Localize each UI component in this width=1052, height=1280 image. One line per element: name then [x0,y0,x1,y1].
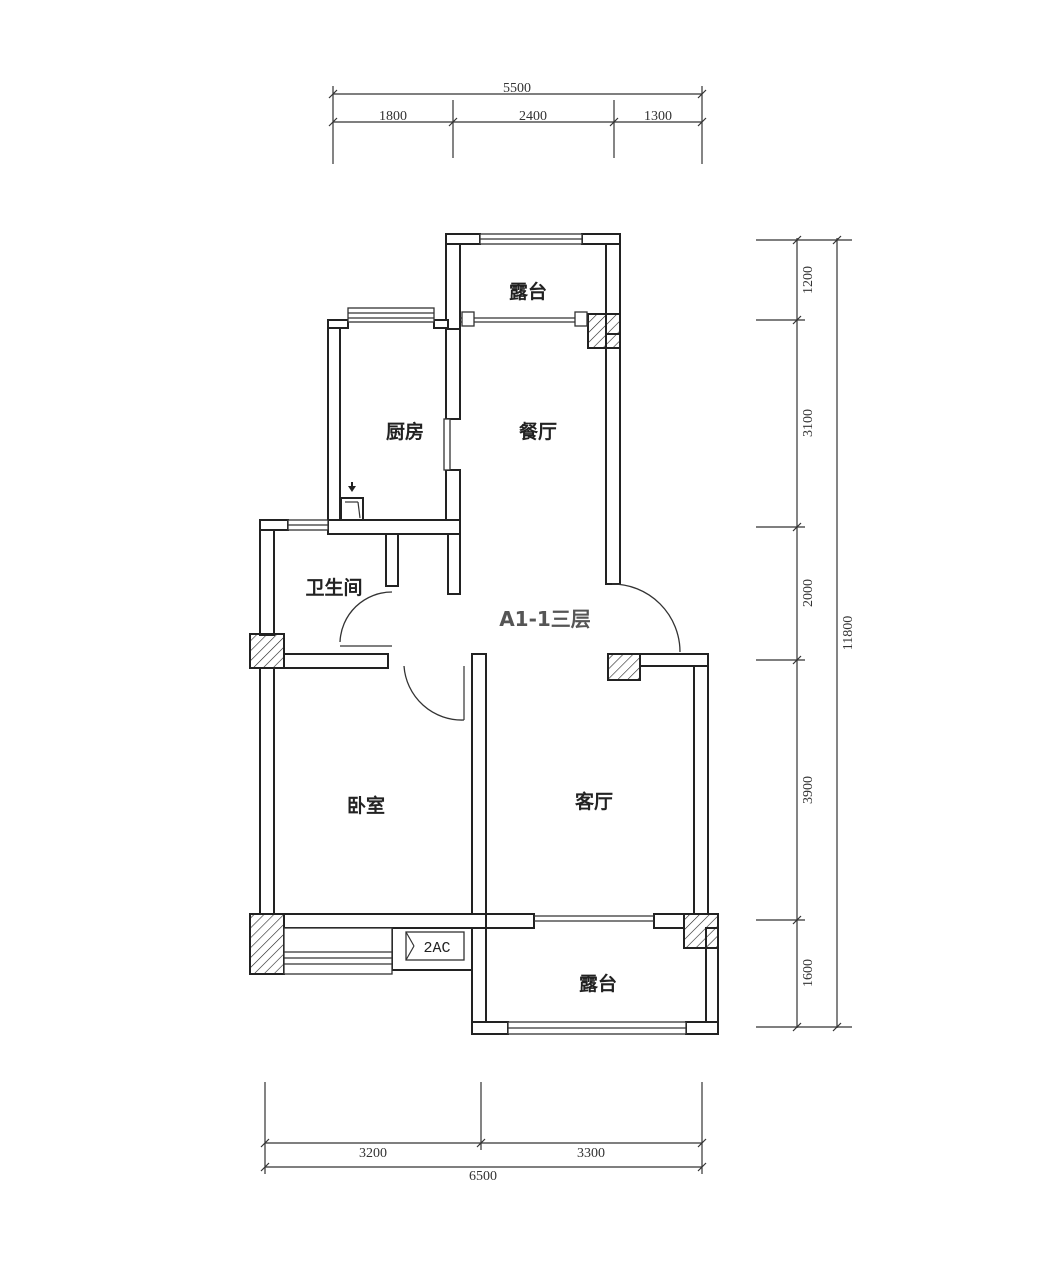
right-dimension-5: 1600 [801,959,816,987]
top-dimension-2: 2400 [519,109,547,124]
kitchen-flue-icon [340,482,364,521]
room-label-bedroom: 卧室 [347,794,385,817]
bottom-dimension-1: 3200 [359,1146,387,1161]
top-total-dimension: 5500 [503,81,531,96]
plan-title: A1-1三层 [499,607,591,631]
column-hatch [249,633,285,669]
structural-columns [249,313,719,975]
column-hatch [607,653,641,681]
top-dimension-chain: 5500 1800 2400 1300 [328,81,707,164]
walls [259,233,719,1035]
windows [283,233,687,1035]
bottom-total-dimension: 6500 [469,1169,497,1184]
room-label-terrace-bottom: 露台 [579,972,617,995]
right-total-dimension: 11800 [841,616,856,650]
right-dimension-chain: 1200 3100 2000 3900 1600 11800 [756,235,856,1032]
room-label-terrace-top: 露台 [509,280,547,303]
room-label-kitchen: 厨房 [386,420,424,443]
room-label-dining: 餐厅 [519,420,557,443]
right-dimension-1: 1200 [801,266,816,294]
bottom-dimension-chain: 3200 3300 6500 [260,1082,707,1184]
bottom-dimension-2: 3300 [577,1146,605,1161]
right-dimension-2: 3100 [801,409,816,437]
ac-unit: 2AC [405,931,465,961]
column-hatch [683,913,719,949]
right-dimension-3: 2000 [801,579,816,607]
ac-label: 2AC [423,940,450,957]
door-swings [339,583,681,721]
top-dimension-1: 1800 [379,109,407,124]
right-dimension-4: 3900 [801,776,816,804]
column-hatch [249,913,285,975]
room-labels: 露台 餐厅 厨房 卫生间 卧室 客厅 露台 A1-1三层 [305,280,617,995]
room-label-living: 客厅 [575,790,613,813]
room-label-bathroom: 卫生间 [305,576,362,599]
column-hatch [587,313,621,349]
top-dimension-3: 1300 [644,109,672,124]
